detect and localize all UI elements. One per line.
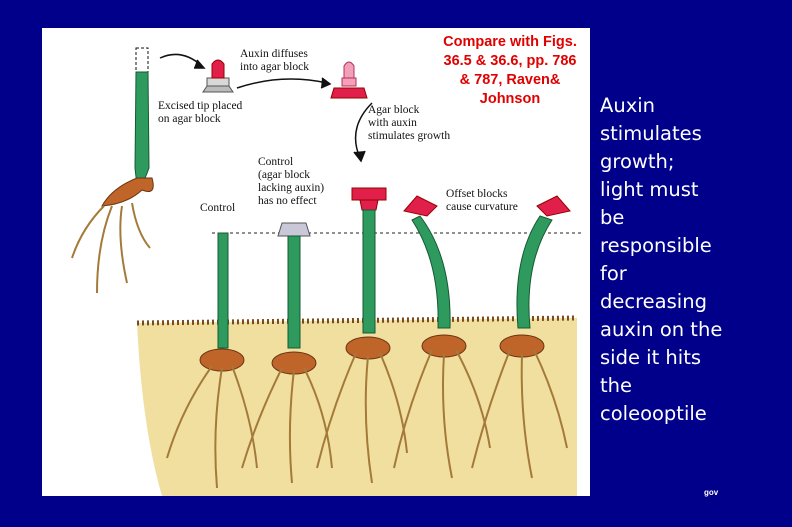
plant-offset-block-left [393,195,491,479]
tip-on-agar [202,59,234,93]
process-arrows [159,53,373,163]
excised-coleoptile [71,47,154,294]
label-control: Control [200,202,236,214]
compare-note: Compare with Figs. 36.5 & 36.6, pp. 786 … [443,34,577,107]
label-agar-block-auxin: Agar block with auxin stimulates growth [368,104,451,142]
label-auxin-diffuses: Auxin diffuses into agar block [240,48,309,73]
auxin-experiment-diagram [71,47,582,496]
plant-offset-block-right [471,195,571,479]
footer-tag: gov [704,488,719,497]
agar-block-with-auxin [330,61,368,99]
plant-control [166,232,258,489]
label-control-block: Control (agar block lacking auxin) has n… [258,156,325,207]
figure-panel: Excised tip placed on agar block Auxin d… [42,28,590,496]
label-offset-blocks: Offset blocks cause curvature [446,188,518,213]
plant-auxin-block [316,187,408,484]
label-excised-tip: Excised tip placed on agar block [158,100,243,125]
plant-agar-control [241,222,333,484]
side-caption: Auxin stimulates growth; light must be r… [600,94,723,425]
